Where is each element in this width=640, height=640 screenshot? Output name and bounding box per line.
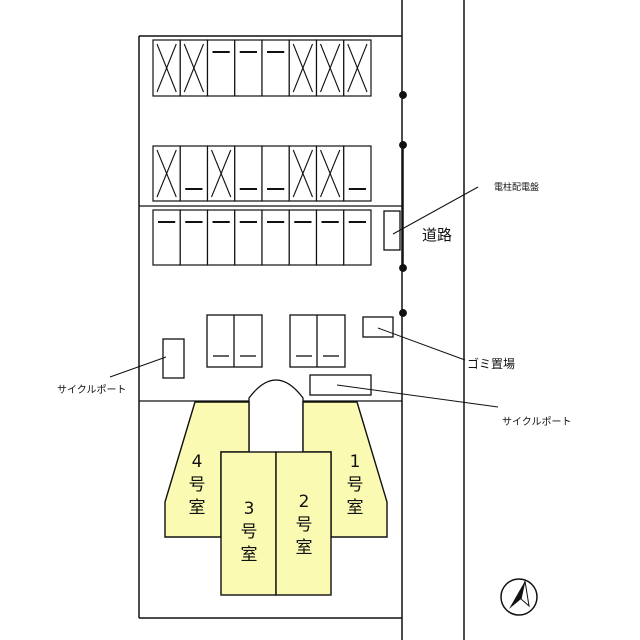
parking-stall xyxy=(343,209,372,266)
svg-text:1: 1 xyxy=(350,452,361,472)
parking-stall xyxy=(179,39,209,97)
parking-stall xyxy=(261,39,290,97)
svg-text:室: 室 xyxy=(241,545,258,565)
svg-text:室: 室 xyxy=(347,498,364,518)
utility-panel-box xyxy=(383,210,401,251)
svg-text:3: 3 xyxy=(244,499,255,519)
site-boundary xyxy=(138,35,402,619)
svg-text:4: 4 xyxy=(192,452,203,472)
parking-stall xyxy=(234,209,263,266)
room-2-label: 2 号 室 xyxy=(296,492,313,558)
parking-row-1 xyxy=(152,39,372,97)
parking-row-3 xyxy=(152,209,372,266)
room-1-label: 1 号 室 xyxy=(347,452,364,518)
room-3-label: 3 号 室 xyxy=(241,499,258,565)
parking-stall xyxy=(179,209,209,266)
parking-stall xyxy=(206,39,236,97)
bicycle-port-left-leader xyxy=(109,356,167,378)
compass-north-icon xyxy=(500,578,538,616)
bike-shelter-right xyxy=(289,314,346,368)
parking-stall xyxy=(315,145,345,202)
parking-stall xyxy=(206,209,236,266)
svg-text:号: 号 xyxy=(296,515,313,535)
parking-stall xyxy=(261,209,290,266)
parking-stall xyxy=(152,209,181,266)
svg-text:室: 室 xyxy=(296,538,313,558)
svg-text:2: 2 xyxy=(299,492,310,512)
parking-stall xyxy=(179,145,209,202)
parking-row-2 xyxy=(152,145,372,202)
parking-stall xyxy=(288,145,318,202)
garbage-area-leader xyxy=(377,327,466,361)
svg-text:室: 室 xyxy=(189,498,206,518)
parking-stall xyxy=(152,39,181,97)
road-edges xyxy=(401,0,465,640)
utility-panel-label: 電柱配電盤 xyxy=(494,181,539,193)
entrance-arch xyxy=(248,379,304,452)
parking-stall xyxy=(288,39,318,97)
room-4-label: 4 号 室 xyxy=(189,452,206,518)
bicycle-port-right-label: サイクルポート xyxy=(502,416,572,428)
svg-text:号: 号 xyxy=(189,475,206,495)
bicycle-port-left-box xyxy=(162,338,185,379)
garbage-area-box xyxy=(362,316,394,338)
parking-stall xyxy=(315,39,345,97)
parking-stall xyxy=(288,209,318,266)
boundary-posts xyxy=(399,91,407,317)
parking-stall xyxy=(152,145,181,202)
garbage-area-label: ゴミ置場 xyxy=(467,356,515,371)
utility-panel-leader xyxy=(392,186,479,235)
parking-stall xyxy=(343,145,372,202)
room-2-unit xyxy=(275,451,332,596)
parking-stall xyxy=(234,39,263,97)
bike-shelter-left xyxy=(206,314,263,368)
parking-stall xyxy=(343,39,372,97)
parking-stall xyxy=(206,145,236,202)
road-label: 道路 xyxy=(422,226,452,244)
parking-stall xyxy=(261,145,290,202)
bicycle-port-left-label: サイクルポート xyxy=(57,384,127,396)
svg-text:号: 号 xyxy=(347,475,364,495)
bicycle-port-right-leader xyxy=(336,384,499,408)
room-3-unit xyxy=(220,451,277,596)
parking-stall xyxy=(315,209,345,266)
parking-stall xyxy=(234,145,263,202)
svg-text:号: 号 xyxy=(241,522,258,542)
